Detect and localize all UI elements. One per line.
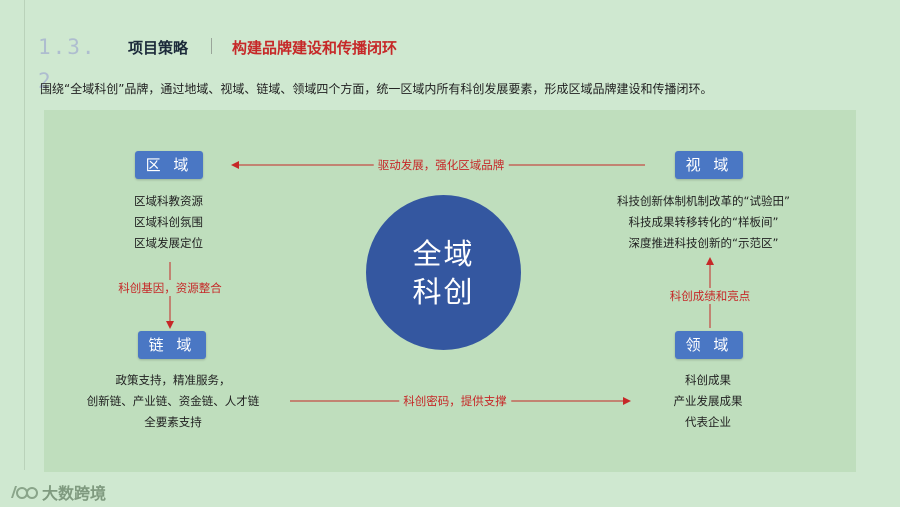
strategy-label: 项目策略 (128, 39, 189, 57)
quyu-item: 区域科教资源 (134, 194, 203, 208)
logo-mark-icon (8, 482, 38, 502)
lianyu-item: 创新链、产业链、资金链、人才链 (86, 394, 260, 408)
page-title: 构建品牌建设和传播闭环 (232, 39, 398, 57)
section-number: 1.3.2 (38, 35, 97, 93)
node-shiyu: 视 域 (675, 151, 743, 179)
edge-label-bottom: 科创密码，提供支撑 (399, 393, 511, 409)
node-lingyu: 领 域 (675, 331, 743, 359)
lianyu-item: 政策支持，精准服务， (115, 373, 231, 387)
edge-label-right: 科创成绩和亮点 (665, 288, 755, 304)
lingyu-item: 产业发展成果 (673, 394, 743, 408)
node-quyu: 区 域 (135, 151, 203, 179)
lianyu-items: 政策支持，精准服务， 创新链、产业链、资金链、人才链 全要素支持 (78, 370, 268, 433)
quyu-item: 区域发展定位 (134, 236, 203, 250)
shiyu-item: 科技创新体制机制改革的“试验田” (617, 194, 790, 208)
node-lianyu: 链 域 (138, 331, 206, 359)
center-line-1: 全域 (412, 236, 475, 271)
center-line-2: 科创 (412, 274, 475, 309)
quyu-item: 区域科创氛围 (134, 215, 203, 229)
lingyu-items: 科创成果 产业发展成果 代表企业 (652, 370, 764, 433)
shiyu-items: 科技创新体制机制改革的“试验田” 科技成果转移转化的“样板间” 深度推进科技创新… (617, 191, 790, 254)
quyu-items: 区域科教资源 区域科创氛围 区域发展定位 (134, 191, 203, 254)
shiyu-item: 深度推进科技创新的“示范区” (628, 236, 779, 250)
edge-label-left: 科创基因，资源整合 (114, 280, 226, 296)
lianyu-item: 全要素支持 (144, 415, 202, 429)
lingyu-item: 科创成果 (685, 373, 731, 387)
intro-text: 围绕“全域科创”品牌，通过地域、视域、链域、领域四个方面，统一区域内所有科创发展… (40, 82, 713, 96)
edge-label-top: 驱动发展，强化区域品牌 (373, 157, 509, 173)
title-separator (211, 38, 212, 54)
center-circle: 全域 科创 (366, 195, 521, 350)
watermark-logo: 大数跨境 (8, 480, 106, 504)
shiyu-item: 科技成果转移转化的“样板间” (628, 215, 779, 229)
logo-text: 大数跨境 (42, 484, 107, 503)
decorative-vertical-line (24, 0, 25, 470)
lingyu-item: 代表企业 (685, 415, 731, 429)
